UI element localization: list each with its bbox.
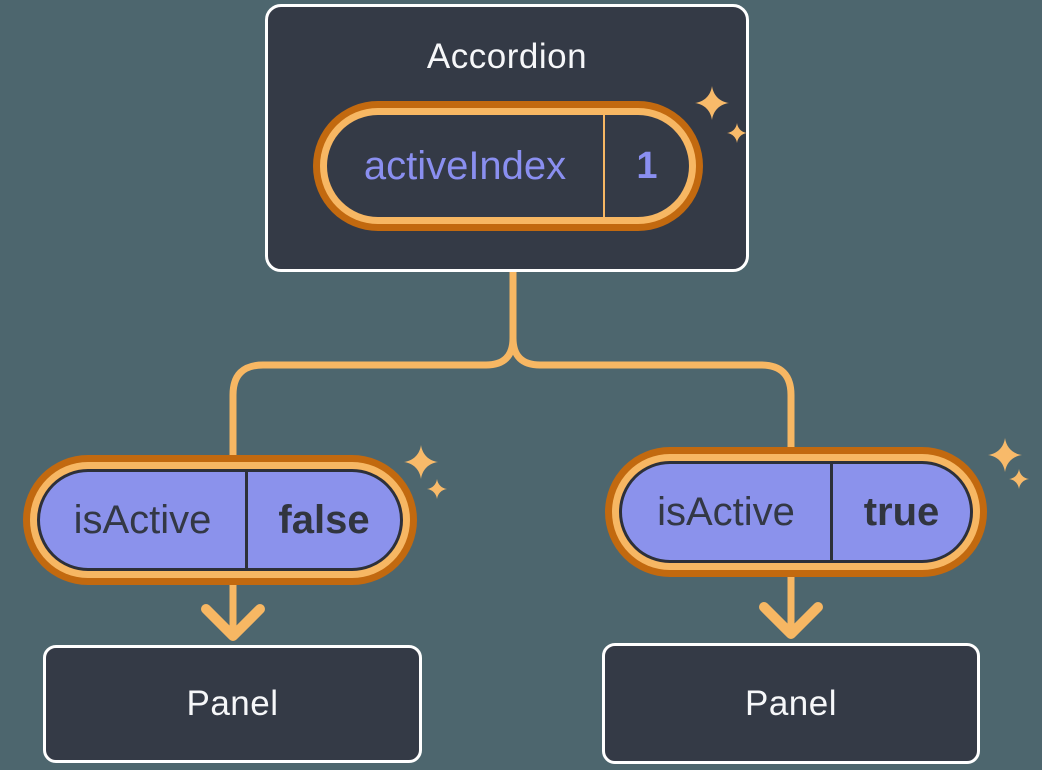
state-pill-ring: activeIndex 1 xyxy=(320,108,696,224)
sparkle-icon xyxy=(1009,469,1029,489)
panel-title: Panel xyxy=(186,684,279,723)
prop-pill-core: isActive true xyxy=(619,461,973,563)
sparkle-icon xyxy=(988,438,1022,472)
prop-name: isActive xyxy=(657,489,795,534)
branch-right-line xyxy=(509,270,795,465)
prop-pill-divider xyxy=(245,472,248,568)
prop-pill-isactive-false: isActive false xyxy=(23,455,417,585)
state-pill: activeIndex 1 xyxy=(313,101,703,231)
state-value: 1 xyxy=(636,144,658,187)
prop-pill-ring: isActive false xyxy=(30,462,410,578)
accordion-card: Accordion activeIndex 1 xyxy=(265,4,749,272)
panel-title: Panel xyxy=(744,683,838,723)
state-pill-divider xyxy=(603,115,605,217)
prop-pill-core: isActive false xyxy=(37,469,403,571)
accordion-title: Accordion xyxy=(426,37,588,76)
prop-pill-isactive-true: isActive true xyxy=(605,447,987,577)
panel-card-left: Panel xyxy=(43,645,422,763)
state-name: activeIndex xyxy=(363,143,567,188)
prop-pill-divider xyxy=(830,464,833,560)
prop-value: false xyxy=(278,497,370,542)
branch-left-line xyxy=(229,270,517,470)
arrow-down-icon xyxy=(759,602,823,639)
panel-card-right: Panel xyxy=(602,643,980,764)
prop-name: isActive xyxy=(73,497,212,542)
sparkle-icon xyxy=(427,479,447,499)
prop-pill-ring: isActive true xyxy=(612,454,980,570)
prop-value: true xyxy=(863,489,940,534)
sparkle-icon xyxy=(404,445,438,479)
arrow-down-icon xyxy=(201,604,265,641)
state-pill-core: activeIndex 1 xyxy=(327,115,689,217)
